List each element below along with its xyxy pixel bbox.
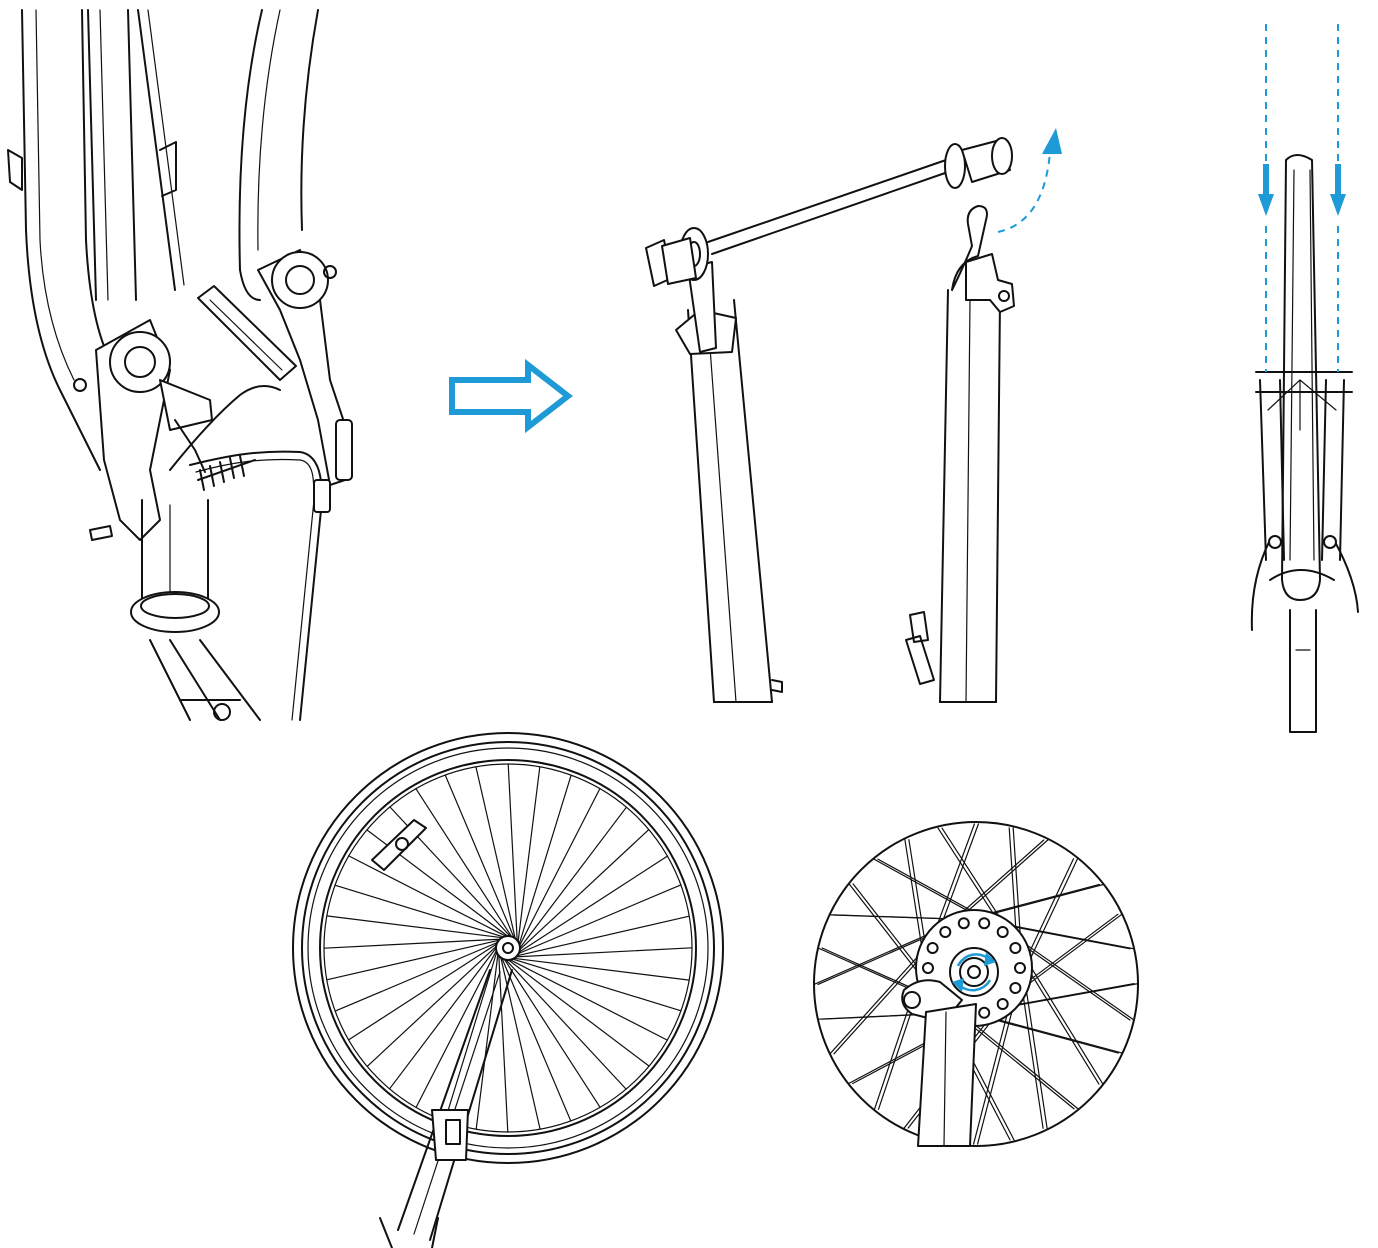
- hub-spoke: [813, 928, 942, 986]
- spoke: [504, 947, 693, 959]
- flange-hole: [978, 917, 991, 930]
- arrow-right-icon: [449, 358, 573, 434]
- hub-spoke: [972, 998, 1012, 1145]
- hub-spoke: [1020, 956, 1100, 1085]
- arrow-down-icon: [1258, 24, 1346, 372]
- hub-spoke: [1002, 982, 1135, 1008]
- spoke: [326, 938, 504, 981]
- flange-hole: [1014, 962, 1026, 974]
- spoke: [348, 855, 511, 939]
- hub-spoke: [833, 945, 932, 1055]
- spoke: [510, 828, 650, 959]
- spoke: [475, 942, 500, 1130]
- spoke: [507, 763, 519, 946]
- spoke: [444, 774, 517, 943]
- hub-spoke: [997, 922, 1135, 950]
- hub-spoke: [1025, 858, 1079, 969]
- flange-hole: [939, 926, 952, 938]
- spoke: [516, 806, 628, 953]
- spoke: [323, 937, 512, 949]
- spoke: [334, 884, 516, 941]
- hub-spoke: [941, 827, 1008, 930]
- hub-closeup-drawing: [813, 821, 1139, 1147]
- spoke: [326, 915, 507, 939]
- spoke: [513, 787, 601, 957]
- hub-spoke: [1024, 978, 1048, 1129]
- spoke: [499, 953, 572, 1122]
- wheel-insert-drawing: [1250, 154, 1359, 733]
- flange-hole: [922, 962, 934, 974]
- spoke: [415, 788, 519, 947]
- spoke: [497, 949, 601, 1108]
- spoke: [505, 957, 668, 1041]
- flange-hole: [996, 998, 1009, 1010]
- spoke: [497, 945, 541, 1130]
- hub-spoke: [1020, 913, 1123, 991]
- flange-hole: [926, 942, 939, 954]
- spoke: [517, 774, 572, 949]
- spoke: [502, 956, 627, 1090]
- hub-spoke: [1014, 936, 1135, 1021]
- wheel-drawing: [292, 732, 724, 1248]
- flange-hole: [1009, 982, 1022, 994]
- spoke: [366, 937, 506, 1068]
- spoke: [389, 943, 500, 1090]
- spoke: [507, 884, 682, 959]
- hub-spoke: [986, 1016, 1123, 1054]
- spoke: [475, 766, 519, 951]
- hub-spoke: [982, 1016, 1119, 1054]
- hub-spoke: [1010, 936, 1131, 1021]
- spoke: [515, 855, 669, 956]
- spoke: [334, 937, 509, 1012]
- axle-removal-drawing: [645, 137, 1015, 703]
- hub-spoke: [873, 858, 984, 920]
- flange-hole: [957, 917, 970, 930]
- spoke: [516, 766, 541, 954]
- spoke: [498, 950, 509, 1133]
- hub-spoke: [829, 945, 928, 1055]
- arrow-up-curved-icon: [997, 128, 1062, 233]
- hub-spoke: [1016, 913, 1119, 991]
- flange-hole: [1009, 942, 1022, 954]
- flange-hole: [978, 1006, 991, 1019]
- spoke: [348, 940, 501, 1041]
- spoke: [512, 915, 690, 958]
- spoke: [498, 952, 650, 1067]
- hub-spoke: [960, 1016, 1075, 1110]
- brake-release-drawing: [7, 9, 353, 721]
- spoke: [509, 957, 690, 981]
- spoke: [501, 955, 682, 1012]
- hub-spoke: [1024, 956, 1104, 1085]
- spoke: [444, 947, 499, 1122]
- spoke: [415, 939, 503, 1109]
- flange-hole: [996, 926, 1009, 938]
- hub-spoke: [1012, 827, 1022, 947]
- hub-spoke: [964, 1016, 1079, 1110]
- hub-spoke: [1006, 982, 1139, 1008]
